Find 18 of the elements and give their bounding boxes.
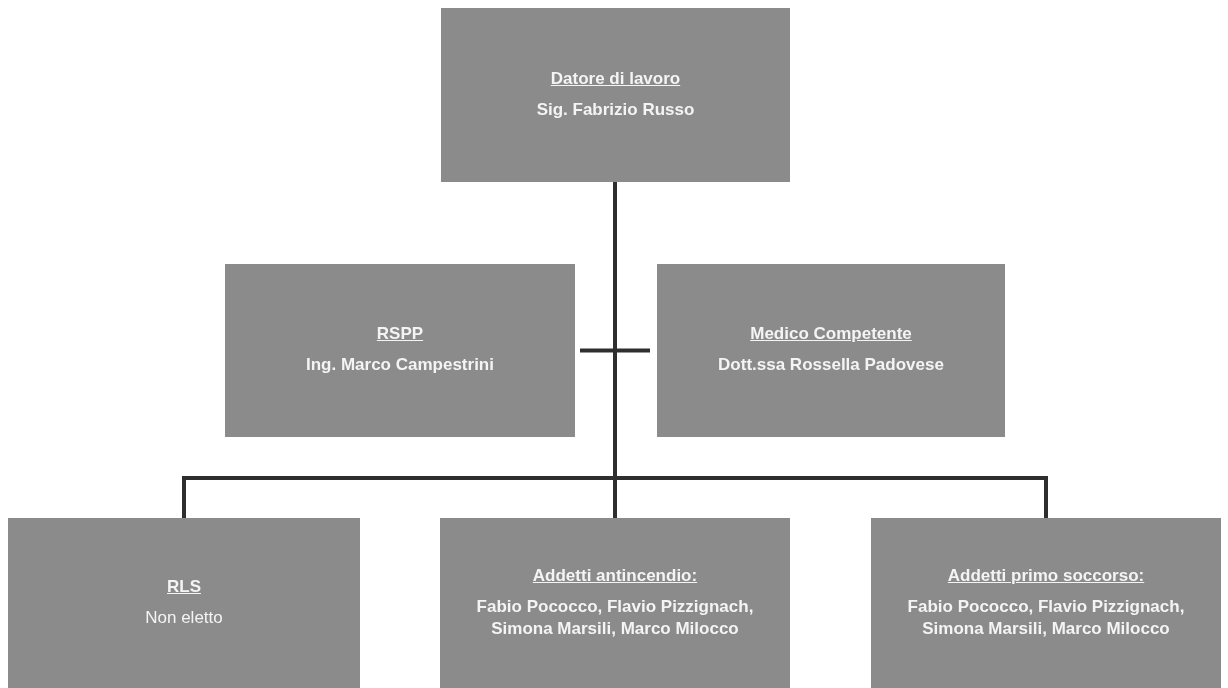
role-box bbox=[441, 8, 790, 182]
role-title: Addetti antincendio: bbox=[532, 565, 698, 586]
person-names: Non eletto bbox=[145, 606, 223, 629]
role-title: RSPP bbox=[376, 324, 424, 345]
role-title: Addetti primo soccorso: bbox=[947, 565, 1145, 586]
role-box bbox=[657, 264, 1005, 437]
role-title: Datore di lavoro bbox=[550, 68, 681, 89]
role-box bbox=[225, 264, 575, 437]
role-box bbox=[440, 518, 790, 688]
role-box bbox=[8, 518, 360, 688]
role-title: Medico Competente bbox=[750, 324, 912, 345]
role-box bbox=[871, 518, 1221, 688]
person-names: Dott.ssa Rossella Padovese bbox=[718, 354, 944, 377]
person-names: Fabio Pococco, Flavio Pizzignach, Simona Marsili, Marco Milocco bbox=[906, 595, 1186, 640]
person-names: Ing. Marco Campestrini bbox=[306, 354, 494, 377]
role-title: RLS bbox=[167, 576, 201, 597]
person-names: Sig. Fabrizio Russo bbox=[536, 98, 695, 121]
person-names: Fabio Pococco, Flavio Pizzignach, Simona Marsili, Marco Milocco bbox=[475, 595, 755, 640]
